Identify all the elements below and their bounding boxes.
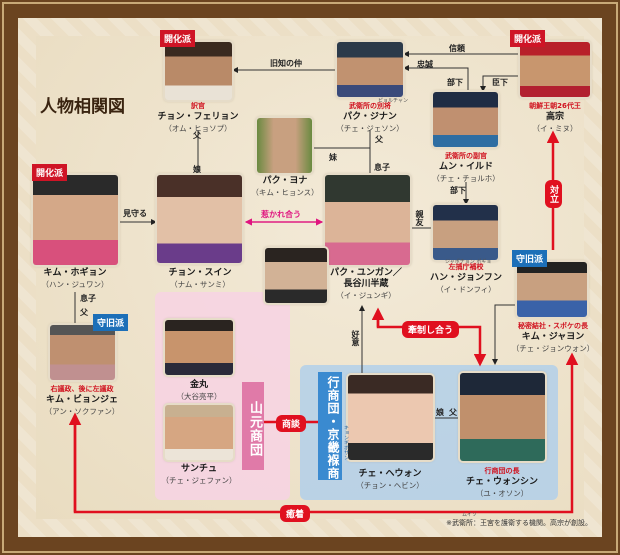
rel-watches: 見守る xyxy=(123,209,147,218)
rel-old-friends: 旧知の仲 xyxy=(270,59,302,68)
rel-loyalty: 忠誠 xyxy=(417,60,433,69)
pill-check: 牽制し合う xyxy=(402,321,460,338)
label-kim-hogyeong: キム・ホギョン（ハン・ジュワン） xyxy=(41,268,109,289)
portrait-jeon-hwaryong xyxy=(165,42,232,100)
rel-son-hogyeong: 息子 xyxy=(80,294,96,303)
rel-attracted: 惹かれ合う xyxy=(261,210,301,219)
label-jeon-hwaryong: 訳官チョン・フェリョン（オム・ヒョソプ） xyxy=(157,102,239,133)
label-geumhwan: 金丸（大谷亮平） xyxy=(176,380,222,401)
portrait-gojong xyxy=(520,42,590,97)
yamamoto-group-banner: 山元商団 xyxy=(242,382,264,470)
portrait-geumhwan xyxy=(165,320,233,375)
label-park-jinan: 武衛所の別将パク・ジナン（チェ・ジェソン） xyxy=(336,102,404,133)
label-kim-jahyeon: 秘密結社・スポケの長キム・ジャヨン（チェ・ジョンウォン） xyxy=(511,322,595,353)
rel-father-byeongje: 父 xyxy=(80,308,88,317)
badge-shukyu-byeongje: 守旧派 xyxy=(93,314,129,331)
portrait-kim-jahyeon xyxy=(517,262,587,317)
label-sanchu: サンチュ（チェ・ジェファン） xyxy=(161,464,237,485)
portrait-hasegawa xyxy=(265,248,327,303)
rel-daughter: 娘 xyxy=(193,165,201,174)
rel-goodwill: 好意 xyxy=(351,330,360,346)
rel-subordinate: 部下 xyxy=(447,78,463,87)
ruby-han-jonghun: ジャポチョン ポギョ xyxy=(445,259,492,265)
chart-title: 人物相関図 xyxy=(40,97,125,117)
label-mun-ildo: 武衛所の副官ムン・イルド（チェ・チョルホ） xyxy=(432,152,500,183)
label-chae-hyewon: チェ・ヘウォン（チョン・ヘビン） xyxy=(356,469,424,490)
line-loyalty xyxy=(403,65,469,90)
line-check xyxy=(376,312,487,367)
label-kim-byeongje: 右議政、後に左議政キム・ビョンジェ（アン・ソクファン） xyxy=(44,385,120,416)
portrait-kim-hogyeong xyxy=(33,175,118,265)
rel-father-jinan: 父 xyxy=(375,135,383,144)
peddlers-group-banner: 行商団・京畿褓商 xyxy=(318,372,342,480)
portrait-han-jonghun xyxy=(433,205,498,260)
pill-collusion: 癒着 xyxy=(280,505,311,522)
ruby-park-jinan: ピョルチャン xyxy=(378,98,408,104)
rel-father: 父 xyxy=(193,131,201,140)
peddlers-ruby: キョンギボサン xyxy=(343,425,349,460)
label-park-yona: パク・ヨナ（キム・ヒョンス） xyxy=(251,176,319,197)
footnote: ※武衛所：王宮を護衛する機関。高宗が創設。 xyxy=(446,519,592,527)
rel-daughter-2: 娘 xyxy=(436,408,444,417)
pill-oppose: 対立 xyxy=(545,180,562,208)
label-han-jonghun: 左捕庁補校ハン・ジョンフン（イ・ドンフィ） xyxy=(430,263,502,294)
portrait-kim-byeongje xyxy=(50,325,115,380)
label-chae-wonsin: 行商団の長チェ・ウォンシン（ユ・オソン） xyxy=(465,467,539,498)
portrait-park-yona xyxy=(257,118,312,173)
label-gojong: 朝鮮王朝26代王高宗（イ・ミヌ） xyxy=(529,102,581,133)
footnote-ruby: ムイソ xyxy=(462,512,478,518)
portrait-mun-ildo xyxy=(433,92,498,147)
rel-subordinate-2: 部下 xyxy=(450,186,466,195)
portrait-sanchu xyxy=(165,405,233,460)
pill-business: 商談 xyxy=(276,415,307,432)
badge-kaika-jeon: 開化派 xyxy=(160,30,196,47)
badge-kaika-gojong: 開化派 xyxy=(510,30,546,47)
rel-vassal: 臣下 xyxy=(492,78,508,87)
line-jahyeon-chae xyxy=(492,304,516,365)
rel-father-4: 父 xyxy=(449,408,457,417)
portrait-chae-wonsin xyxy=(460,373,545,461)
rel-trust: 信頼 xyxy=(449,44,465,53)
portrait-park-jinan xyxy=(337,42,403,97)
rel-close-friend: 親友 xyxy=(415,210,424,226)
rel-sister: 妹 xyxy=(329,153,337,162)
label-jeon-suin: チョン・スイン（ナム・サンミ） xyxy=(168,268,232,289)
portrait-chae-hyewon xyxy=(348,375,433,460)
badge-shukyu-jahyeon: 守旧派 xyxy=(512,250,548,267)
portrait-jeon-suin xyxy=(157,175,242,263)
rel-son: 息子 xyxy=(374,163,390,172)
badge-kaika-hogyeong: 開化派 xyxy=(32,164,68,181)
portrait-park-yungang xyxy=(325,175,410,265)
line-vassal xyxy=(480,75,520,92)
label-park-yungang: パク・ユンガン／長谷川半蔵（イ・ジュンギ） xyxy=(330,268,402,300)
